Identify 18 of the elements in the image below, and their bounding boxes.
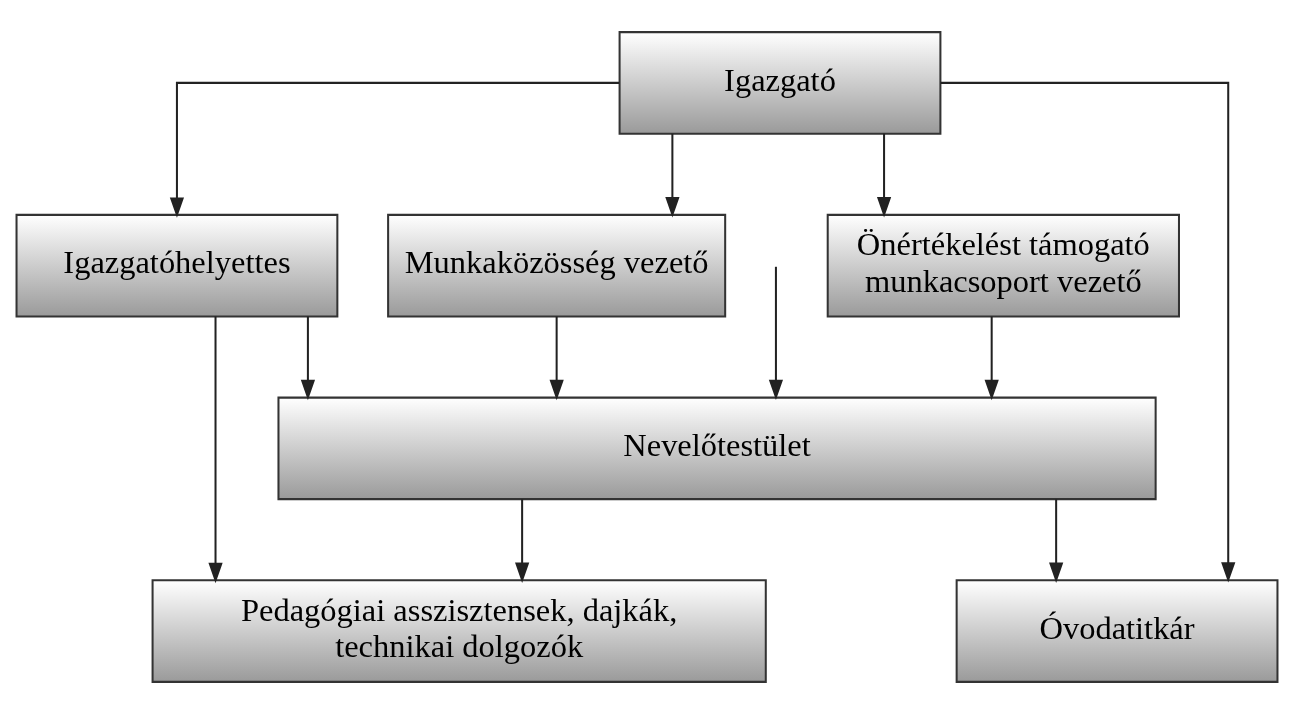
- node-box: Igazgató: [618, 30, 942, 135]
- node-box: Önértékelést támogató munkacsoport vezető: [826, 213, 1180, 317]
- node-box: Nevelőtestület: [277, 396, 1157, 500]
- arrow: [984, 316, 999, 400]
- arrow: [1049, 498, 1064, 583]
- arrow: [768, 266, 784, 400]
- arrow: [300, 316, 316, 400]
- arrow: [876, 133, 892, 217]
- node-box: Óvodatitkár: [955, 578, 1279, 683]
- arrow: [208, 315, 223, 583]
- node-box: Munkaközösség vezető: [387, 213, 727, 317]
- arrow: [169, 81, 620, 218]
- arrow: [549, 316, 564, 400]
- arrow: [515, 498, 530, 583]
- node-box: Igazgatóhelyettes: [15, 213, 339, 317]
- arrow: [940, 81, 1236, 583]
- arrow: [665, 133, 680, 217]
- node-box: Pedagógiai asszisztensek, dajkák, technikai dolgozók: [151, 578, 767, 683]
